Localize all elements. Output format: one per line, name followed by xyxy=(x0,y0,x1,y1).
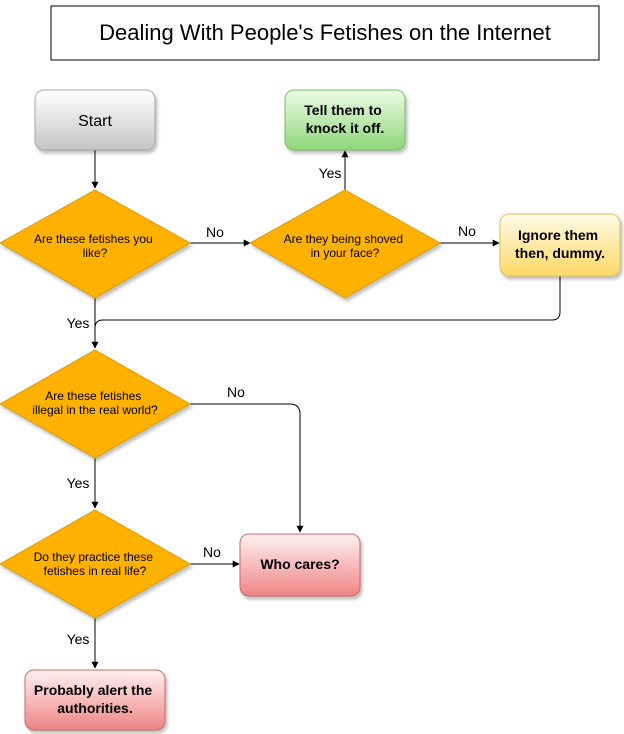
edge-label-shoved-no: No xyxy=(458,223,476,239)
decision-practice: Do they practice these fetishes in real … xyxy=(0,509,192,619)
decision-like-text: Are these fetishes you like? xyxy=(34,232,156,260)
edge-illegal-no xyxy=(190,403,304,533)
edge-label-practice-yes: Yes xyxy=(67,631,90,647)
decision-illegal-text: Are these fetishes illegal in the real w… xyxy=(32,389,158,417)
edge-ignore-merge xyxy=(94,276,561,329)
edge-label-like-no: No xyxy=(206,224,224,240)
start-node: Start xyxy=(34,89,156,151)
node-who-cares-text: Who cares? xyxy=(260,556,339,572)
edge-labels: No Yes No Yes No Yes No Yes xyxy=(67,165,477,647)
node-tell-off: Tell them to knock it off. xyxy=(284,89,406,151)
edge-label-like-yes: Yes xyxy=(67,315,90,331)
node-tell-off-text: Tell them to knock it off. xyxy=(304,102,385,136)
decision-shoved-text: Are they being shoved in your face? xyxy=(284,232,407,260)
edge-label-shoved-yes: Yes xyxy=(319,165,342,181)
node-alert: Probably alert the authorities. xyxy=(24,669,166,731)
start-label: Start xyxy=(78,113,112,130)
node-who-cares: Who cares? xyxy=(239,533,361,597)
edge-label-practice-no: No xyxy=(203,544,221,560)
node-ignore: Ignore them then, dummy. xyxy=(499,213,621,277)
diagram-title: Dealing With People's Fetishes on the In… xyxy=(99,20,551,45)
title-box: Dealing With People's Fetishes on the In… xyxy=(50,5,600,61)
decision-illegal: Are these fetishes illegal in the real w… xyxy=(0,349,192,459)
edges xyxy=(91,150,561,669)
decision-like: Are these fetishes you like? xyxy=(0,189,192,299)
edge-label-illegal-yes: Yes xyxy=(67,475,90,491)
decision-practice-text: Do they practice these fetishes in real … xyxy=(34,550,157,578)
node-ignore-text: Ignore them then, dummy. xyxy=(515,227,605,261)
edge-label-illegal-no: No xyxy=(227,384,245,400)
node-alert-text: Probably alert the authorities. xyxy=(34,682,156,716)
decision-shoved: Are they being shoved in your face? xyxy=(248,189,442,299)
